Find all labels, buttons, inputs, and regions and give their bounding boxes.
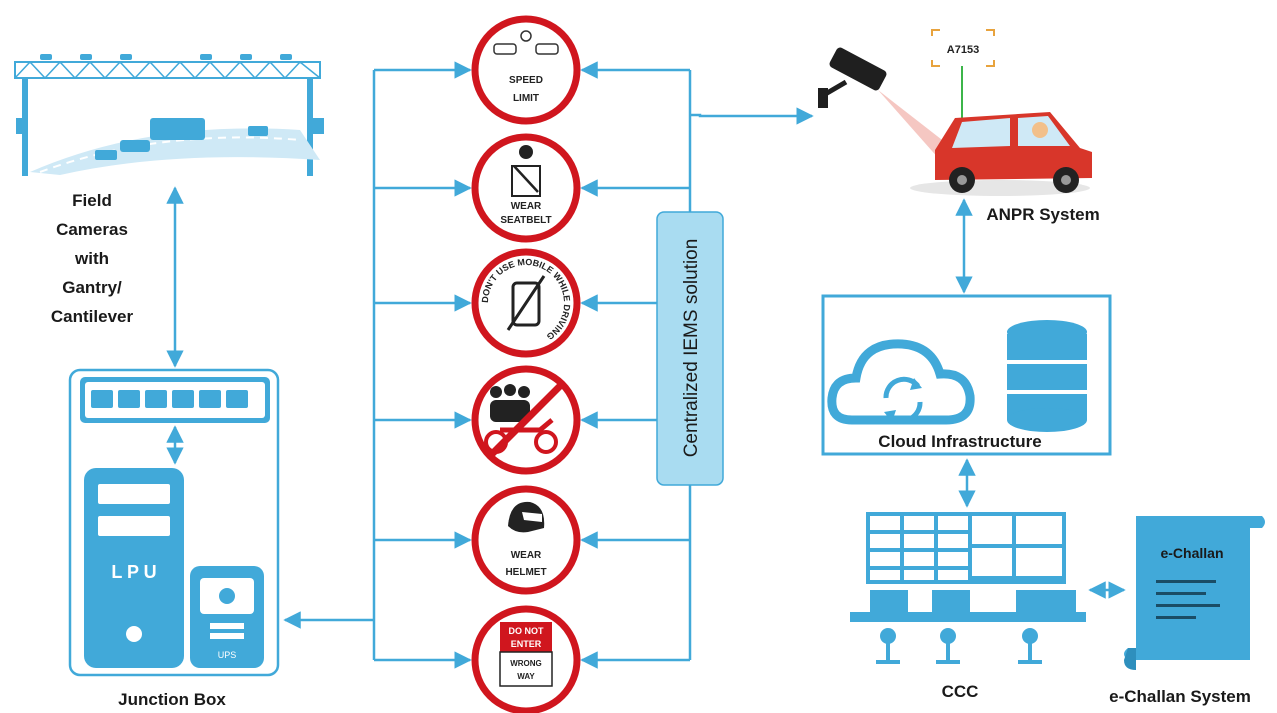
no-mobile-sign: [471, 248, 581, 358]
field-cameras-label-1: Field: [72, 191, 112, 210]
wrong-way-sign: [471, 605, 581, 713]
field-cameras-label-5: Cantilever: [51, 307, 134, 326]
lpu-server-icon: [84, 468, 184, 668]
speed-limit-sign: [471, 15, 581, 125]
network-switch-icon: [80, 377, 270, 423]
iems-solution-label: Centralized IEMS solution: [681, 239, 702, 458]
cloud-infrastructure-box: [821, 294, 1112, 456]
echallan-document-title: e-Challan: [1160, 545, 1223, 561]
anpr-system-label: ANPR System: [986, 205, 1099, 224]
gantry-illustration: [14, 54, 324, 176]
helmet-sign-text-2: HELMET: [505, 567, 546, 578]
iems-solution-box: [656, 211, 724, 486]
ccc-label: CCC: [942, 682, 979, 701]
database-icon: [1007, 320, 1087, 432]
cloud-infrastructure-label: Cloud Infrastructure: [878, 432, 1041, 451]
ups-icon: [190, 566, 264, 668]
field-cameras-label-4: Gantry/: [62, 278, 122, 297]
wrong-way-text-3: WRONG: [510, 659, 542, 668]
echallan-system-label: e-Challan System: [1109, 687, 1251, 706]
seatbelt-sign-text-2: SEATBELT: [500, 215, 551, 226]
field-cameras-label-2: Cameras: [56, 220, 128, 239]
seatbelt-sign-text-1: WEAR: [511, 201, 542, 212]
junction-box-label: Junction Box: [118, 690, 226, 709]
field-cameras-label-3: with: [74, 249, 109, 268]
junction-box: L P U UPS: [68, 368, 280, 677]
speed-sign-text-1: SPEED: [509, 75, 543, 86]
car-icon: [910, 112, 1092, 196]
lpu-label: L P U: [111, 562, 156, 582]
no-triple-riding-sign: [471, 365, 581, 475]
left-bus-lines: [283, 61, 472, 669]
helmet-sign: [471, 485, 581, 595]
ups-label: UPS: [218, 650, 237, 660]
wrong-way-text-4: WAY: [517, 672, 535, 681]
speed-sign-text-2: LIMIT: [513, 93, 539, 104]
anpr-camera-icon: [818, 47, 955, 160]
wrong-way-text-1: DO NOT: [509, 626, 545, 636]
ccc-video-wall-icon: [850, 512, 1086, 664]
license-plate-text: A7153: [947, 44, 979, 56]
helmet-sign-text-1: WEAR: [511, 550, 542, 561]
seatbelt-sign: [471, 133, 581, 243]
cloud-sync-icon: [827, 339, 975, 425]
wrong-way-text-2: ENTER: [511, 639, 542, 649]
echallan-scroll-icon: [1124, 516, 1265, 670]
